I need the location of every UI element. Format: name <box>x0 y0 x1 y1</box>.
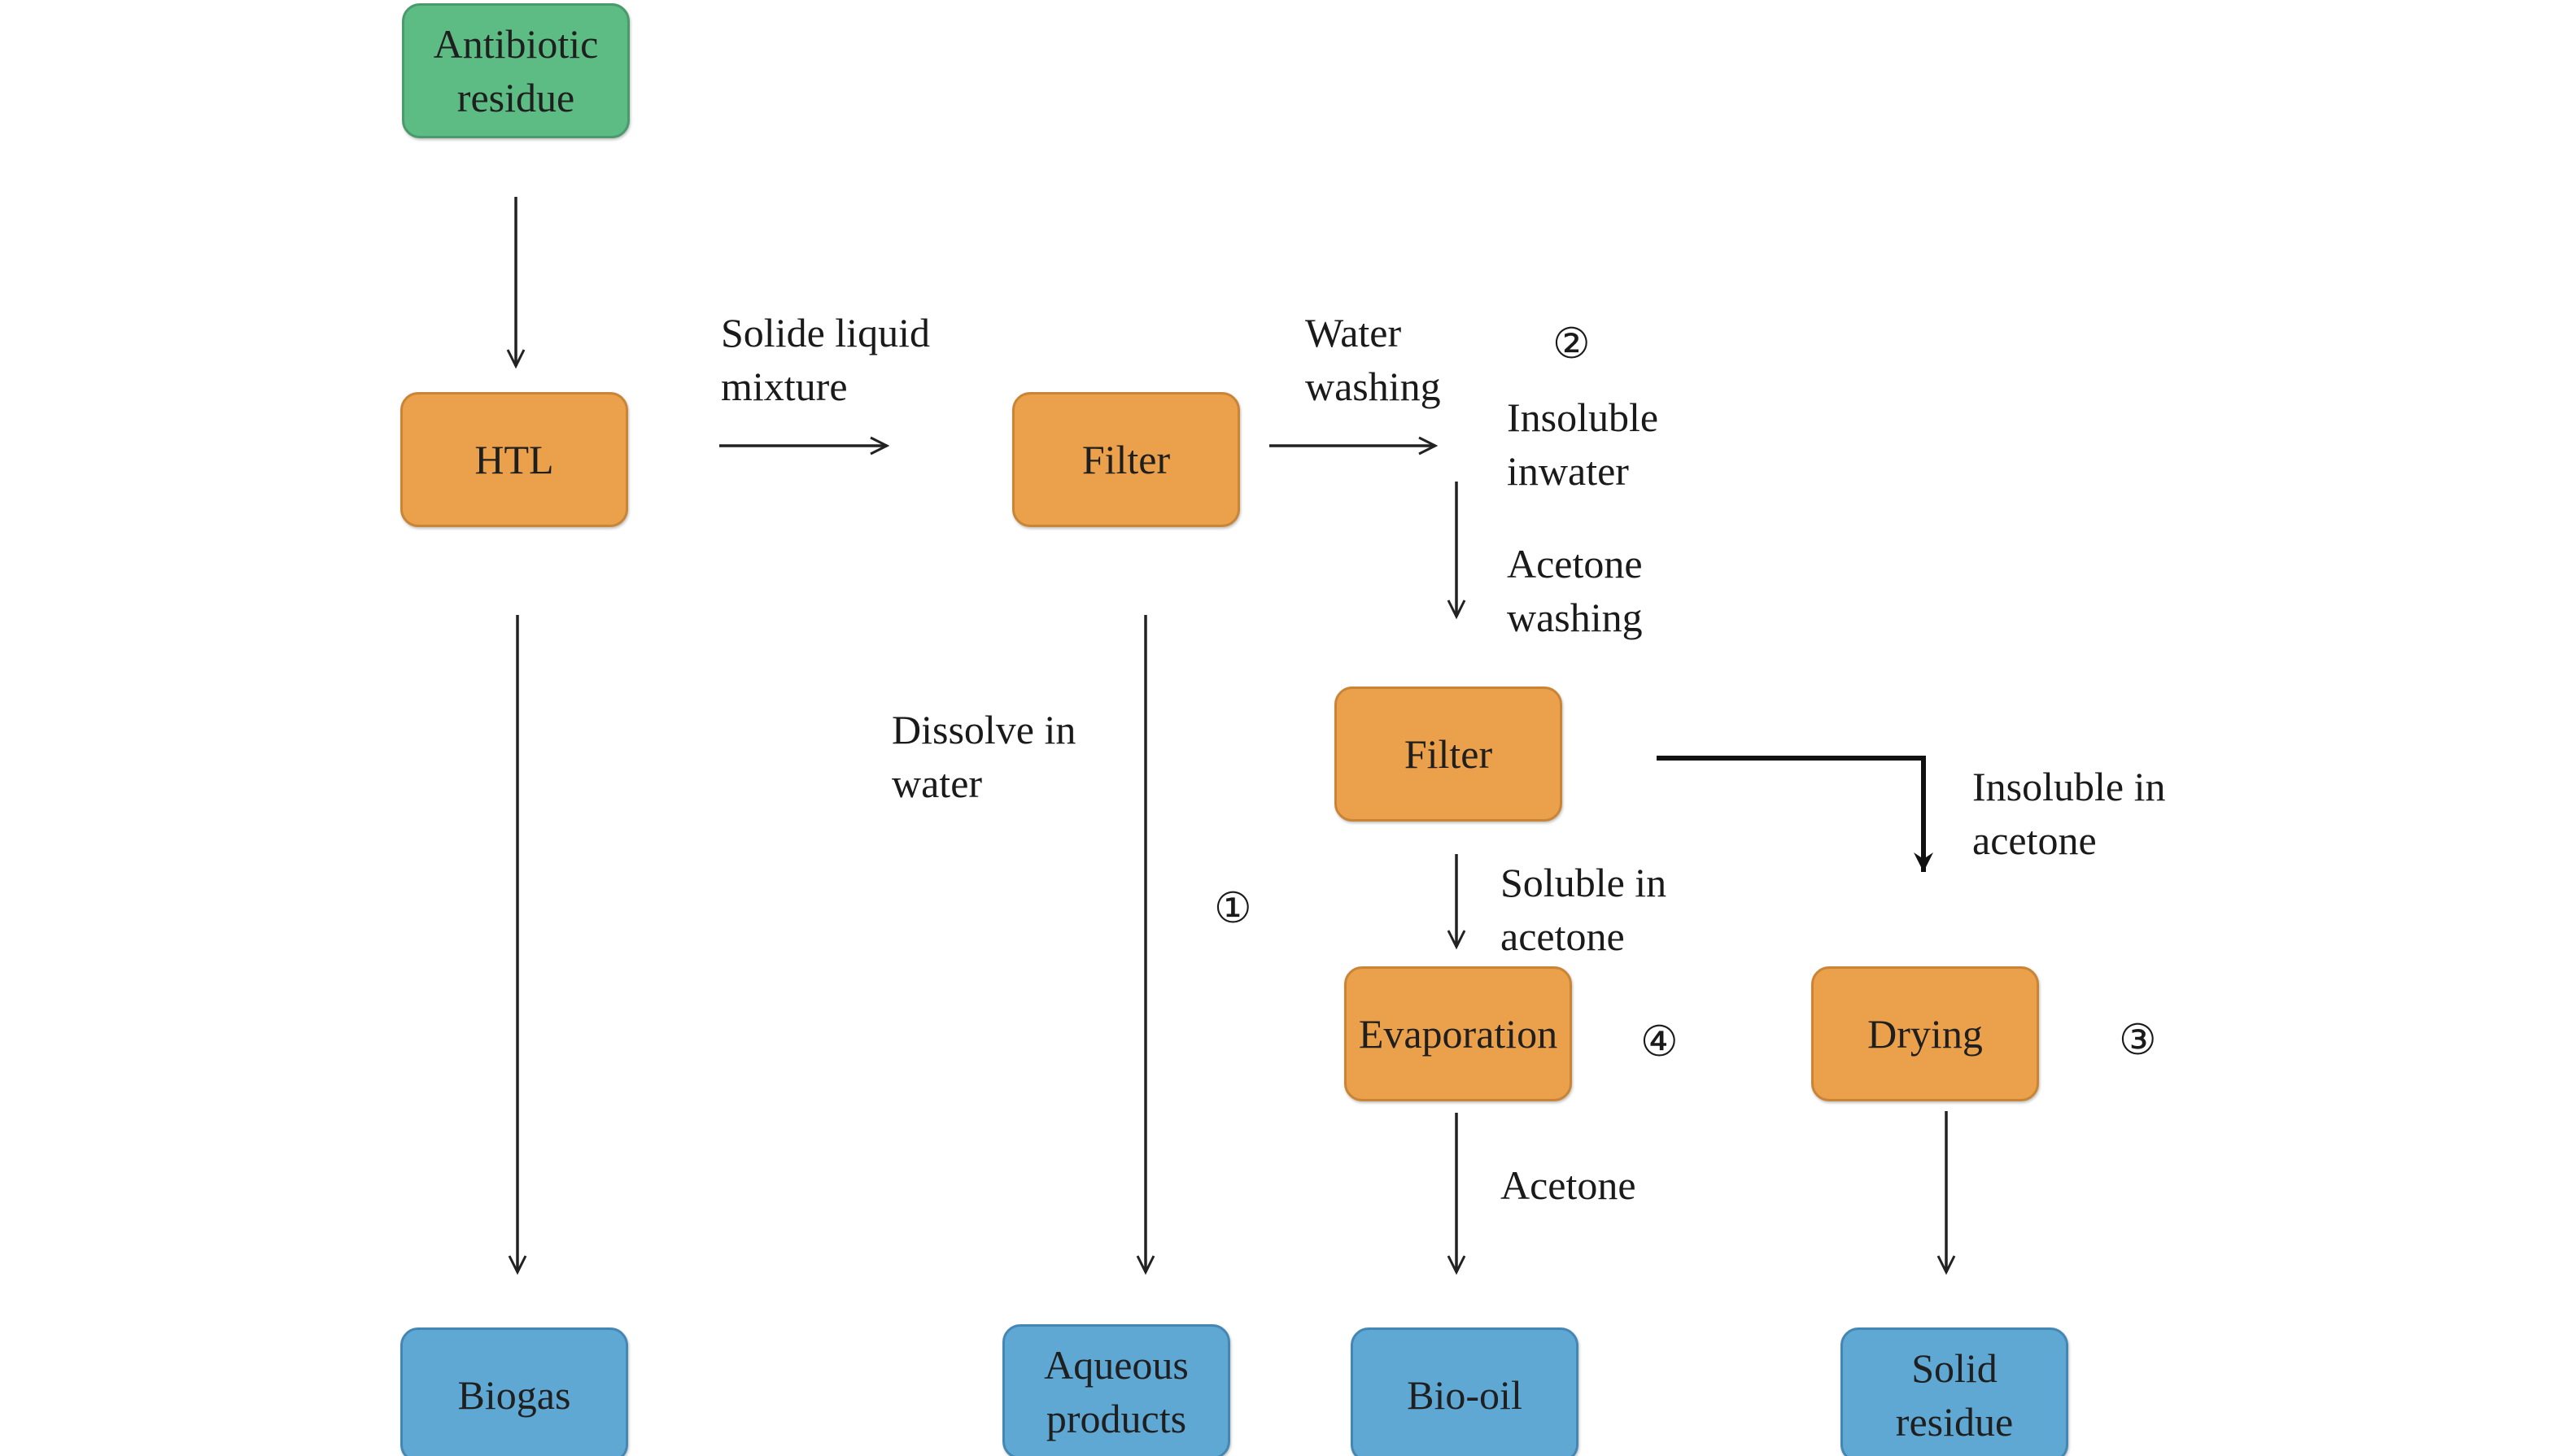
filter-node-2: Filter <box>1334 687 1562 822</box>
solid-residue-label: Solid residue <box>1895 1345 2014 1445</box>
biogas-node: Biogas <box>400 1327 628 1456</box>
insoluble-in-acetone-label: Insoluble in acetone <box>1972 764 2166 863</box>
drying-node: Drying <box>1811 966 2039 1101</box>
evaporation-node: Evaporation <box>1344 966 1572 1101</box>
solide-liquid-mixture-label: Solide liquid mixture <box>721 310 930 409</box>
bio-oil-label: Bio-oil <box>1407 1372 1522 1418</box>
water-washing-label: Water washing <box>1305 310 1441 409</box>
biogas-label: Biogas <box>457 1372 571 1418</box>
dissolve-in-water-label: Dissolve in water <box>892 707 1076 806</box>
aqueous-products-node: Aqueous products <box>1002 1324 1230 1456</box>
acetone-washing-label: Acetone washing <box>1507 541 1643 640</box>
evaporation-label: Evaporation <box>1358 1011 1558 1057</box>
step-number-3: ③ <box>2119 1018 2157 1064</box>
arrow-filter2-to-drying <box>1657 756 1933 872</box>
step-number-4: ④ <box>1640 1019 1679 1066</box>
solid-residue-node: Solid residue <box>1840 1327 2068 1456</box>
bio-oil-node: Bio-oil <box>1351 1327 1578 1456</box>
htl-label: HTL <box>474 437 554 482</box>
aqueous-products-label: Aqueous products <box>1044 1342 1189 1441</box>
filter-2-label: Filter <box>1404 731 1493 777</box>
htl-node: HTL <box>400 392 628 527</box>
acetone-label: Acetone <box>1500 1162 1636 1208</box>
drying-label: Drying <box>1867 1011 1983 1057</box>
insoluble-in-water-label: Insoluble inwater <box>1507 395 1659 494</box>
antibiotic-residue-label: Antibiotic residue <box>433 21 599 120</box>
filter-1-label: Filter <box>1081 437 1171 482</box>
antibiotic-residue-node: Antibiotic residue <box>402 3 630 138</box>
step-number-2: ② <box>1552 321 1591 368</box>
filter-node-1: Filter <box>1012 392 1240 527</box>
soluble-in-acetone-label: Soluble in acetone <box>1500 860 1667 959</box>
step-number-1: ① <box>1214 886 1252 932</box>
